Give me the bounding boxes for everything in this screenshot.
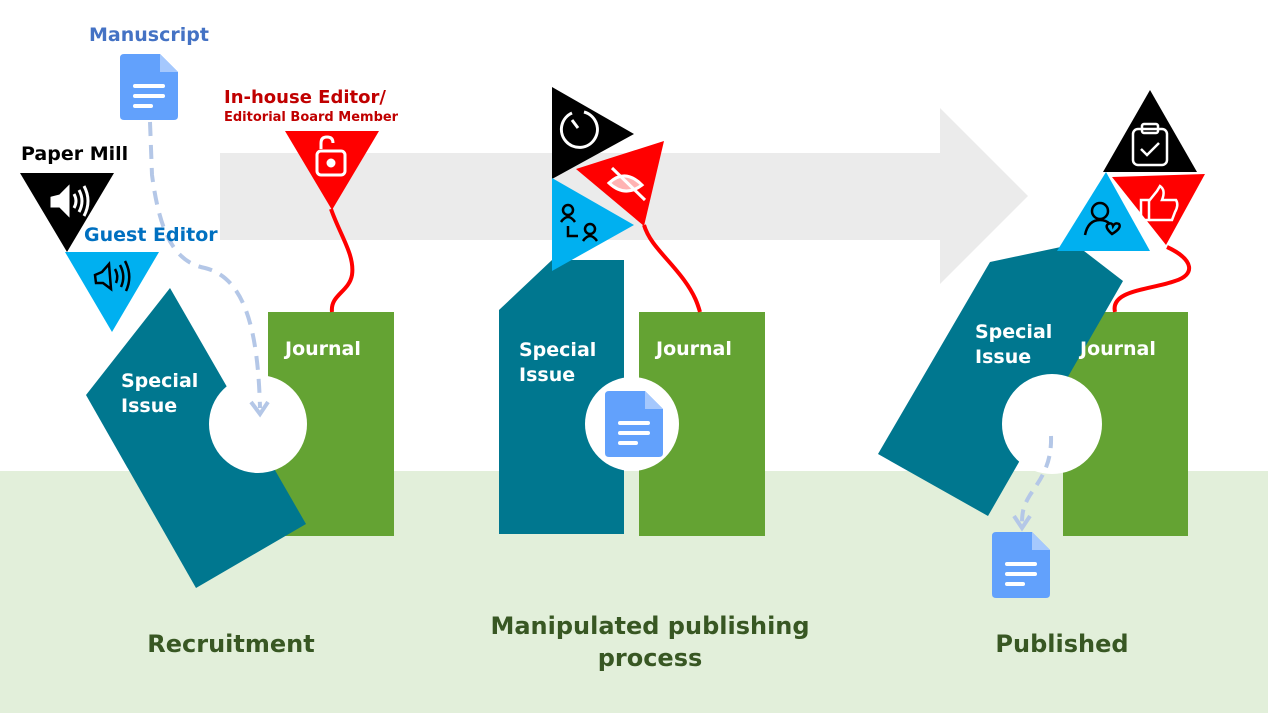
published-document-icon xyxy=(992,532,1050,598)
guest-editor-label: Guest Editor xyxy=(84,224,218,246)
editorial-board-label: Editorial Board Member xyxy=(224,110,399,125)
special-issue-label-line1: Special xyxy=(519,339,597,361)
inhouse-editor-label: In-house Editor/ xyxy=(224,87,386,108)
megaphone-icon xyxy=(93,260,131,292)
journal-label-published: Journal xyxy=(1080,338,1156,360)
special-issue-label-recruitment: Special Issue xyxy=(121,369,198,419)
journal-label-recruitment: Journal xyxy=(285,338,361,360)
slot-circle-recruitment xyxy=(209,375,307,473)
journal-label-process: Journal xyxy=(656,338,732,360)
special-issue-label-line2: Issue xyxy=(519,364,576,386)
slot-circle-published xyxy=(1002,374,1102,474)
megaphone-icon xyxy=(50,184,90,218)
special-issue-label-line2: Issue xyxy=(975,346,1032,368)
stage-label-line2: process xyxy=(597,644,703,672)
special-issue-label-process: Special Issue xyxy=(519,338,596,388)
publish-flow-arrow xyxy=(1020,435,1054,527)
eye-slash-icon xyxy=(606,166,647,202)
approval-marker xyxy=(1112,174,1205,245)
stage-label-published: Published xyxy=(995,630,1129,658)
hidden-marker xyxy=(576,141,664,226)
peer-review-marker xyxy=(552,178,634,271)
user-heart-icon xyxy=(1083,201,1121,236)
peer-review-icon xyxy=(559,203,599,242)
special-issue-label-line1: Special xyxy=(975,321,1053,343)
special-issue-box-recruitment xyxy=(86,288,306,588)
unlock-icon xyxy=(315,135,347,177)
guest-editor-marker xyxy=(65,252,159,332)
stage-label-recruitment: Recruitment xyxy=(147,630,315,658)
manuscript-flow-arrow xyxy=(148,121,262,409)
special-issue-box-process xyxy=(499,260,624,534)
inhouse-editor-marker xyxy=(285,131,379,210)
special-issue-label-line1: Special xyxy=(121,370,199,392)
paper-mill-label: Paper Mill xyxy=(21,143,129,165)
favoritism-marker xyxy=(1057,172,1150,251)
stage-label-line1: Manipulated publishing xyxy=(490,612,810,640)
manuscript-label: Manuscript xyxy=(89,24,209,46)
special-issue-label-published: Special Issue xyxy=(975,320,1052,370)
manuscript-document-icon xyxy=(120,54,178,120)
timer-marker xyxy=(552,87,634,179)
special-issue-box-published xyxy=(878,244,1123,516)
document-icon xyxy=(605,391,663,457)
red-tether-published xyxy=(1112,245,1192,313)
clipboard-check-icon xyxy=(1131,122,1169,167)
paper-mill-marker xyxy=(20,173,114,252)
checklist-marker xyxy=(1103,90,1197,172)
red-tether-recruitment xyxy=(329,208,355,313)
stage-label-manipulated-process: Manipulated publishing process xyxy=(450,610,850,674)
red-tether-process xyxy=(642,224,702,313)
thumbs-up-icon xyxy=(1139,184,1179,222)
special-issue-label-line2: Issue xyxy=(121,395,178,417)
timer-icon xyxy=(559,110,599,149)
